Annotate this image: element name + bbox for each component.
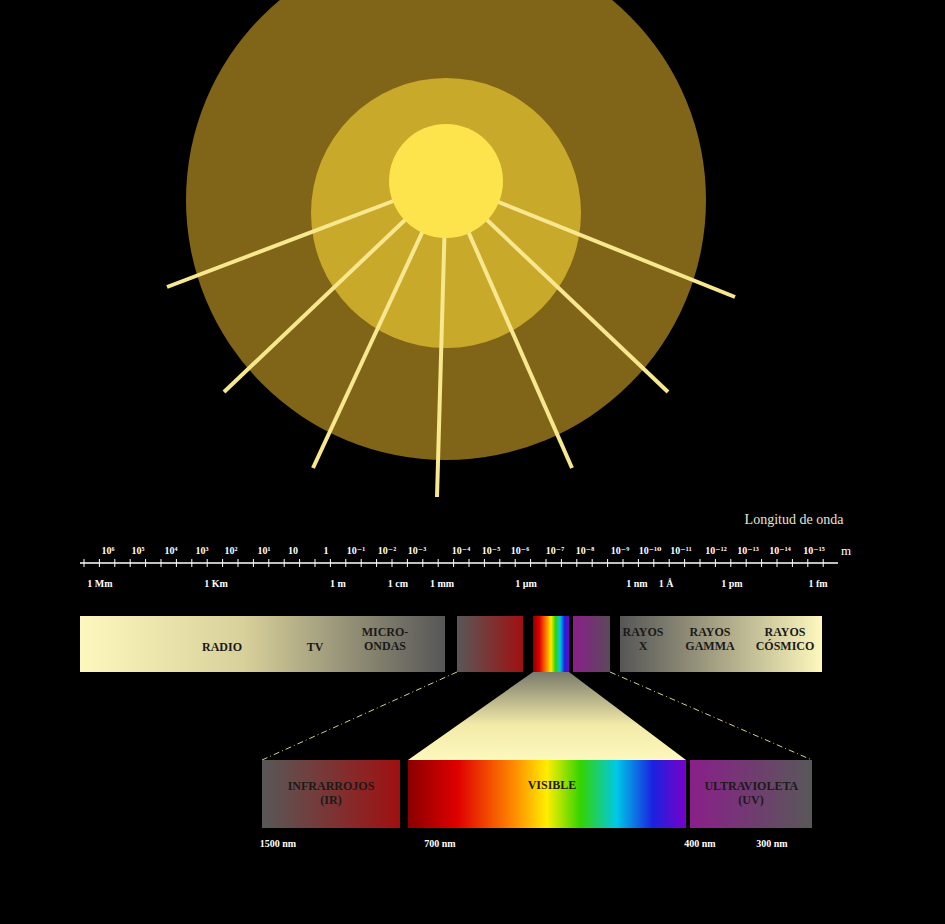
scale-label: 10⁻⁹ xyxy=(611,545,629,556)
sun-core xyxy=(389,124,503,238)
spectrum-band: ULTRAVIOLETA (UV) xyxy=(690,760,812,828)
scale-label: 10⁻¹³ xyxy=(737,545,758,556)
scale-label: 1500 nm xyxy=(260,838,296,849)
ultraviolet-band-fill xyxy=(690,760,812,828)
scale-label: 10³ xyxy=(196,545,209,556)
scale-label: 10⁻⁷ xyxy=(546,545,564,556)
band-label: RAYOS X xyxy=(619,626,667,654)
band-label: INFRARROJOS (IR) xyxy=(288,780,375,808)
zoom-leader xyxy=(262,672,457,760)
band-label: MICRO- ONDAS xyxy=(355,626,415,654)
scale-label: 1 Å xyxy=(659,578,674,589)
infrared-segment xyxy=(457,616,523,672)
scale-label: 10⁻² xyxy=(378,545,396,556)
scale-label: 1 m xyxy=(330,578,346,589)
band-label: RAYOS CÓSMICO xyxy=(756,626,815,654)
xray-band-fill xyxy=(620,616,822,672)
scale-label: 1 xyxy=(324,545,329,556)
spectrum-band: RADIO TV MICRO- ONDAS xyxy=(80,616,445,672)
scale-label: 10¹ xyxy=(258,545,271,556)
spectrum-band: VISIBLE xyxy=(408,760,686,828)
band-label: RAYOS GAMMA xyxy=(675,626,745,654)
scale-label: 400 nm xyxy=(684,838,715,849)
scale-label: 10⁻¹⁴ xyxy=(769,545,790,556)
band-label: TV xyxy=(307,641,324,655)
spectrum-band: INFRARROJOS (IR) xyxy=(262,760,400,828)
scale-label: 10² xyxy=(225,545,238,556)
sun-outer-glow xyxy=(186,0,706,460)
scale-label: 10⁴ xyxy=(165,545,178,556)
scale-label: m xyxy=(841,543,851,559)
band-label: RADIO xyxy=(202,641,242,655)
scale-label: 10⁻¹¹ xyxy=(670,545,691,556)
scale-label: 700 nm xyxy=(424,838,455,849)
scale-label: 10 xyxy=(288,545,298,556)
scale-label: 10⁻⁵ xyxy=(482,545,500,556)
scale-label: 1 mm xyxy=(430,578,454,589)
scale-label: 1 Km xyxy=(204,578,228,589)
scale-label: 10⁻¹ xyxy=(347,545,365,556)
spectrum-band: RAYOS X RAYOS GAMMA RAYOS CÓSMICO xyxy=(620,616,822,672)
radio-band-fill xyxy=(80,616,445,672)
scale-label: 1 µm xyxy=(515,578,537,589)
scale-label: 10⁻⁸ xyxy=(576,545,594,556)
zoom-cone xyxy=(408,672,686,760)
scale-label: 300 nm xyxy=(756,838,787,849)
visible-band-fill xyxy=(408,760,686,828)
ultraviolet-segment xyxy=(573,616,610,672)
scale-label: 1 nm xyxy=(626,578,647,589)
visible-segment xyxy=(533,616,569,672)
scale-label: 1 fm xyxy=(808,578,827,589)
scale-label: 10⁻³ xyxy=(408,545,426,556)
sun-middle-glow xyxy=(311,78,581,348)
scale-label: 10⁻¹⁰ xyxy=(639,545,662,556)
zoom-leader xyxy=(610,672,812,760)
scale-label: 10⁻⁴ xyxy=(452,545,470,556)
band-label: ULTRAVIOLETA (UV) xyxy=(704,780,797,808)
band-label: VISIBLE xyxy=(528,779,577,793)
scale-label: 1 Mm xyxy=(87,578,112,589)
scale-label: 1 pm xyxy=(721,578,742,589)
scale-label: 10⁵ xyxy=(132,545,145,556)
scale-label: 1 cm xyxy=(388,578,408,589)
scale-label: 10⁻¹⁵ xyxy=(803,545,824,556)
scale-axis xyxy=(80,562,838,564)
scale-label: 10⁶ xyxy=(102,545,115,556)
infrared-band-fill xyxy=(262,760,400,828)
axis-title: Longitud de onda xyxy=(745,512,844,528)
scale-label: 10⁻¹² xyxy=(705,545,726,556)
scale-label: 10⁻⁶ xyxy=(511,545,529,556)
scale-ticks xyxy=(84,559,823,567)
